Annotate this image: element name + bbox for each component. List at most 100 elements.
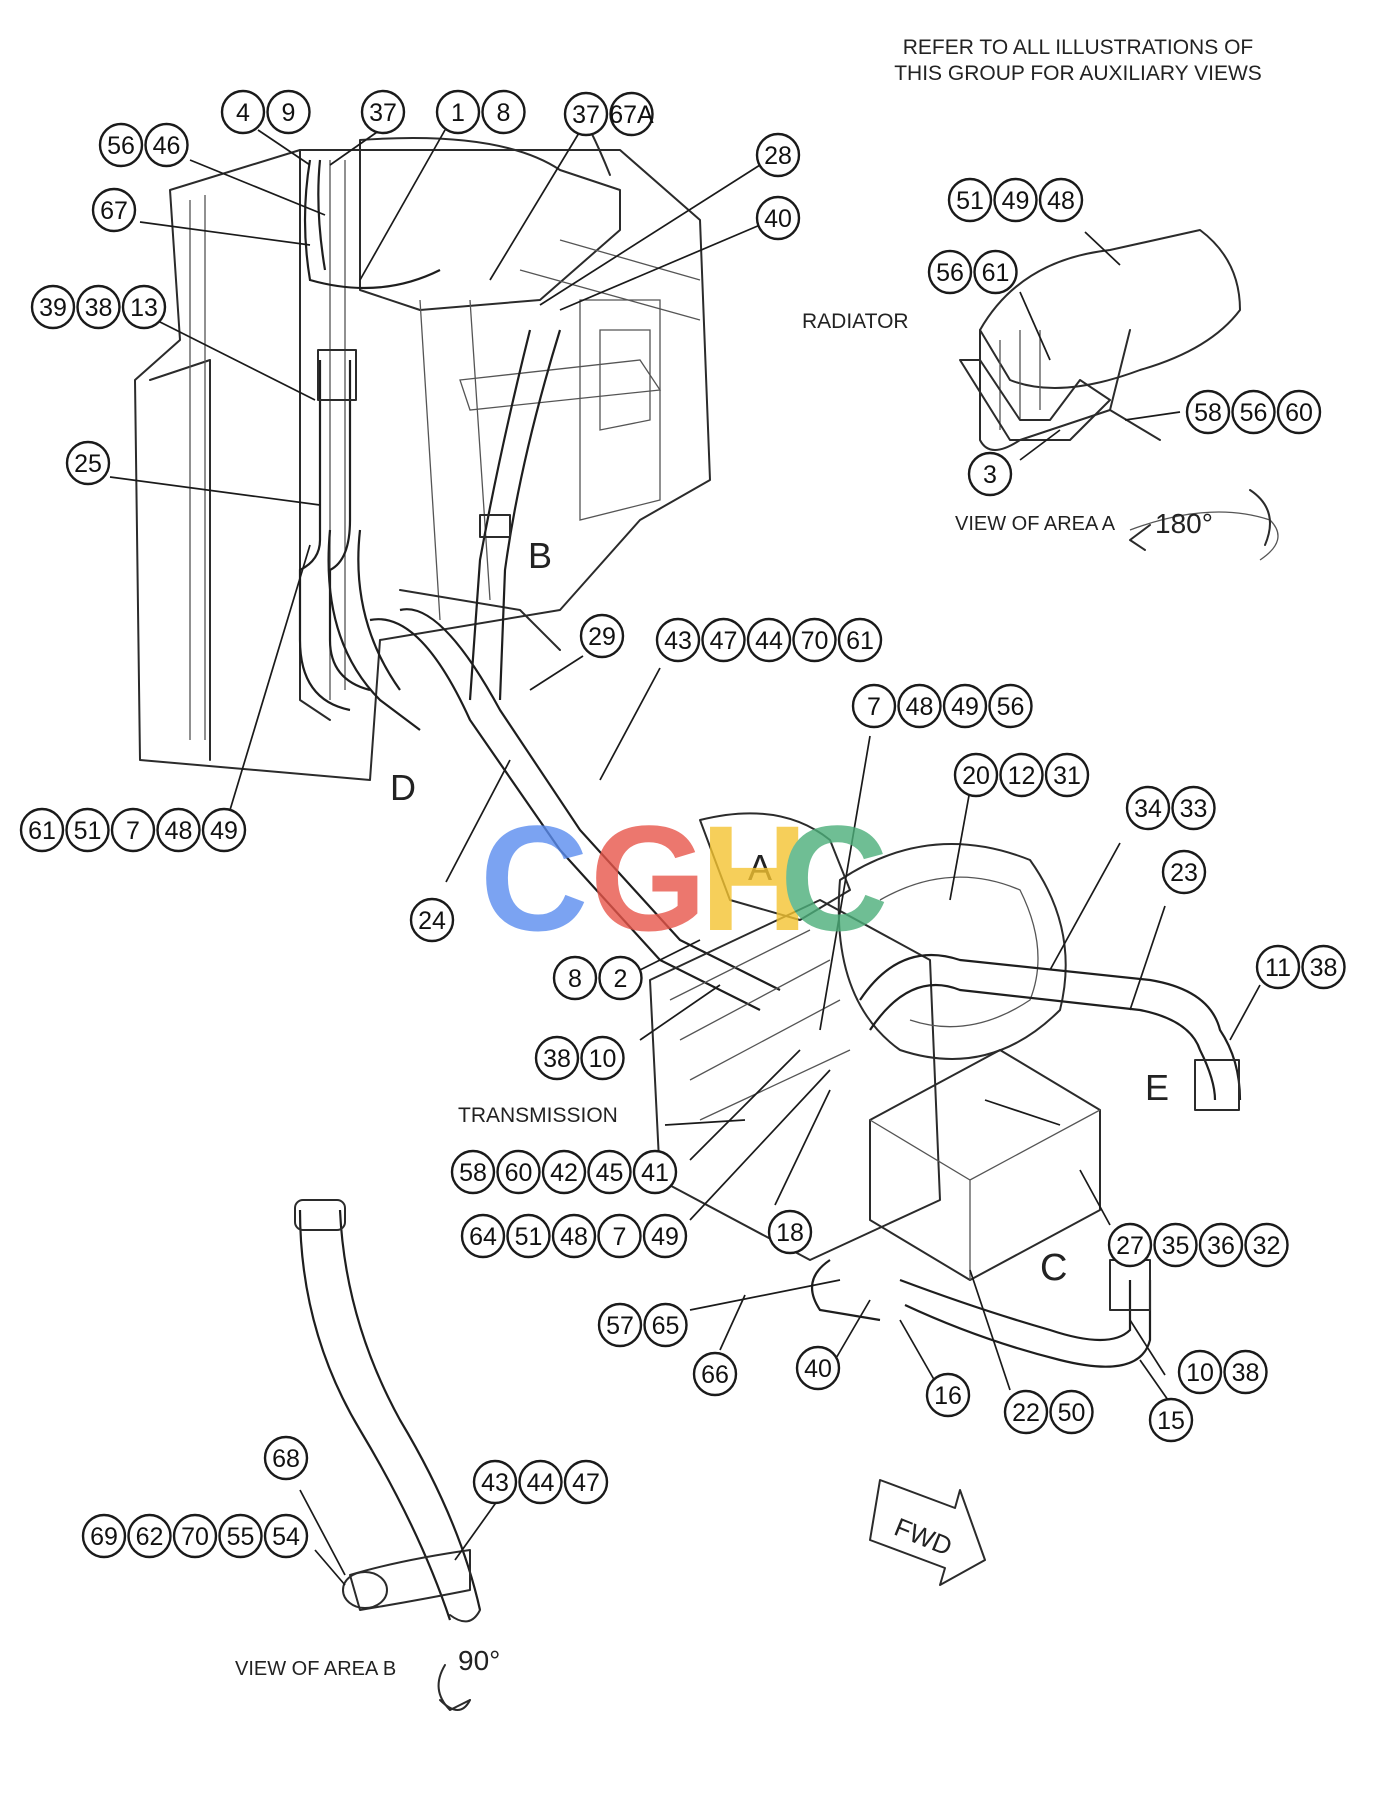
callout-number: 4: [236, 99, 250, 127]
callout-circle: [263, 1435, 309, 1481]
callout-circle: [1255, 944, 1301, 990]
callout-circle: [65, 440, 111, 486]
callout-number: 12: [1008, 762, 1036, 790]
callout-number: 56: [997, 693, 1025, 721]
callout-circle: [460, 1213, 506, 1259]
callout-circle: [563, 1459, 609, 1505]
callout-circle: [837, 617, 883, 663]
callout-number: 38: [1310, 954, 1338, 982]
callout-circle: [1161, 849, 1207, 895]
callout-circle: [1003, 1389, 1049, 1435]
area-letter-c: C: [1040, 1247, 1067, 1289]
radiator-assembly: [134, 129, 781, 1011]
callout-number: 44: [527, 1469, 555, 1497]
area-letter-e: E: [1145, 1067, 1169, 1108]
callout-bubble: 7: [597, 1213, 642, 1259]
callout-number: 68: [272, 1445, 300, 1473]
callout-circle: [91, 187, 137, 233]
callout-circle: [81, 1513, 127, 1559]
callout-circle: [692, 1351, 738, 1397]
callout-group: 15: [1148, 1397, 1194, 1443]
callout-number: 31: [1053, 762, 1081, 790]
callout-circle: [792, 617, 837, 663]
callout-number: 13: [130, 294, 158, 322]
callout-number: 40: [764, 205, 792, 233]
callout-circle: [746, 617, 792, 663]
callout-group: 40: [755, 195, 801, 241]
callout-circle: [551, 1213, 597, 1259]
callout-bubble: 9: [266, 89, 311, 135]
note-line-2: THIS GROUP FOR AUXILIARY VIEWS: [894, 62, 1262, 85]
callout-circle: [1231, 389, 1276, 435]
callout-circle: [1125, 785, 1171, 831]
callout-bubble: 10: [580, 1035, 625, 1081]
callout-number: 25: [74, 450, 102, 478]
callout-circle: [481, 89, 526, 135]
callout-number: 61: [982, 259, 1010, 287]
callout-bubble: 70: [172, 1513, 218, 1559]
callout-circle: [127, 1513, 172, 1559]
callout-circle: [1107, 1222, 1153, 1268]
callout-circle: [609, 91, 654, 137]
callout-circle: [220, 89, 266, 135]
callout-group: 24: [409, 897, 455, 943]
callout-circle: [409, 897, 455, 943]
area-letter-b: B: [528, 535, 552, 576]
callout-number: 9: [282, 99, 296, 127]
callout-number: 69: [90, 1523, 118, 1551]
callout-bubble: 35: [1153, 1222, 1198, 1268]
callout-circle: [1223, 1349, 1268, 1395]
callout-number: 60: [505, 1159, 533, 1187]
callout-number: 49: [951, 693, 979, 721]
callout-circle: [597, 1302, 643, 1348]
callout-number: 46: [153, 132, 181, 160]
callout-bubble: 7: [851, 683, 897, 729]
callout-number: 38: [85, 294, 113, 322]
callout-bubble: 2: [598, 955, 643, 1001]
callout-number: 7: [867, 693, 881, 721]
callout-number: 60: [1285, 399, 1313, 427]
callout-bubble: 61: [19, 807, 65, 853]
callout-bubble: 65: [643, 1302, 688, 1348]
callout-bubble: 27: [1107, 1222, 1153, 1268]
callout-bubble: 46: [144, 122, 189, 168]
callout-number: 51: [956, 187, 984, 215]
callout-bubble: 51: [506, 1213, 551, 1259]
callout-group: 68: [263, 1435, 309, 1481]
callout-circle: [30, 284, 76, 330]
callout-group: 39 38 13: [30, 284, 167, 330]
callout-number: 39: [39, 294, 67, 322]
callout-number: 7: [613, 1223, 627, 1251]
callout-bubble: 69: [81, 1513, 127, 1559]
callout-number: 48: [560, 1223, 588, 1251]
callout-bubble: 34: [1125, 785, 1171, 831]
callout-bubble: 44: [746, 617, 792, 663]
callout-bubble: 24: [409, 897, 455, 943]
callout-circle: [1301, 944, 1346, 990]
callout-bubble: 64: [460, 1213, 506, 1259]
callout-circle: [947, 177, 993, 223]
transmission-label: TRANSMISSION: [458, 1104, 618, 1127]
callout-number: 58: [459, 1159, 487, 1187]
callout-circle: [1276, 389, 1322, 435]
callout-bubble: 40: [755, 195, 801, 241]
callout-bubble: 37: [360, 89, 406, 135]
callout-bubble: 18: [767, 1209, 813, 1255]
callout-number: 56: [1240, 399, 1268, 427]
callout-bubble: 68: [263, 1435, 309, 1481]
callout-circle: [967, 451, 1013, 497]
callout-bubble: 66: [692, 1351, 738, 1397]
callout-bubble: 36: [1198, 1222, 1244, 1268]
callout-circle: [587, 1149, 632, 1195]
callout-circle: [218, 1513, 263, 1559]
callout-bubble: 43: [472, 1459, 518, 1505]
